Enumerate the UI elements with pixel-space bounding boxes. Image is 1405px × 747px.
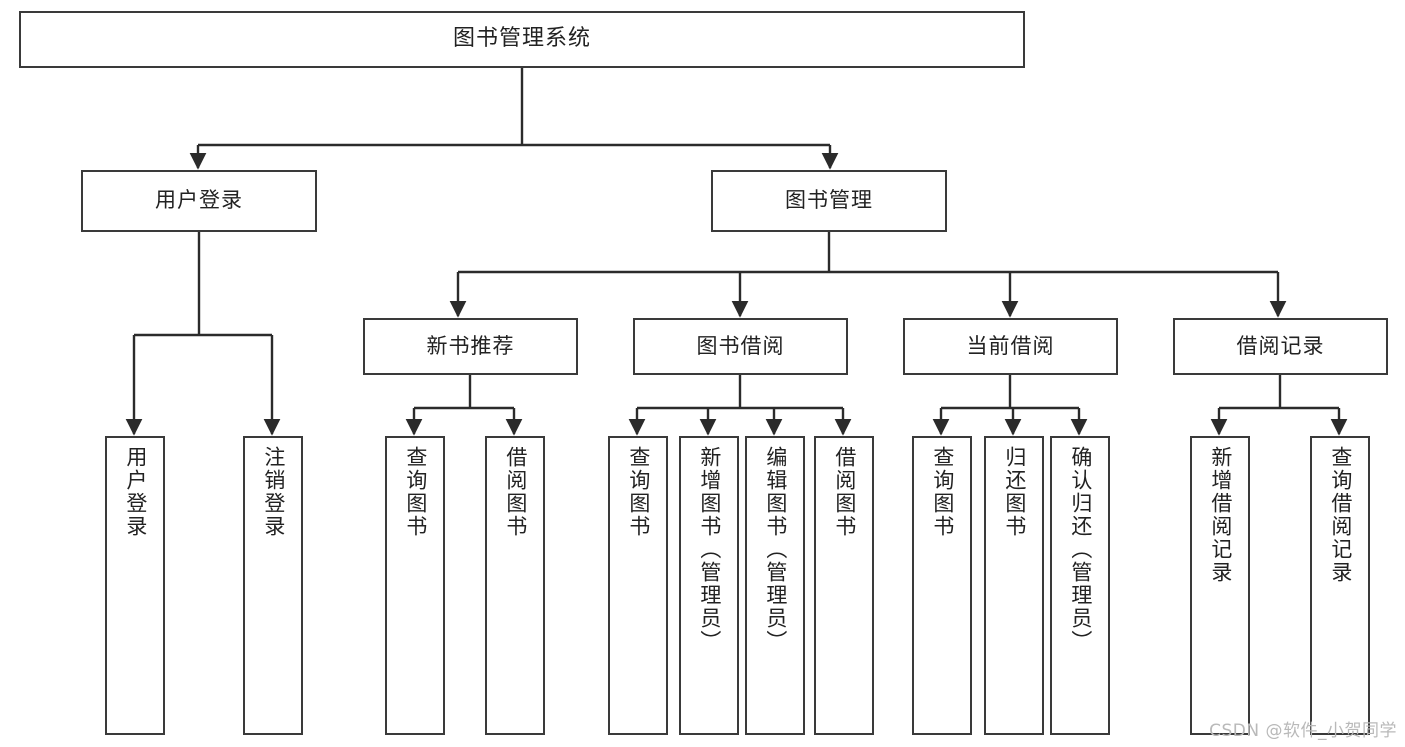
node-leaf-user-login[interactable]: 用户登录: [105, 436, 165, 735]
node-leaf-borrow-book-1-label: 借阅图书: [503, 446, 528, 538]
node-leaf-add-record[interactable]: 新增借阅记录: [1190, 436, 1250, 735]
node-borrow-record[interactable]: 借阅记录: [1173, 318, 1388, 375]
node-leaf-borrow-book-1[interactable]: 借阅图书: [485, 436, 545, 735]
node-current-borrow-label: 当前借阅: [966, 333, 1055, 358]
node-leaf-user-login-label: 用户登录: [123, 446, 148, 538]
watermark: CSDN @软件_小贺同学: [1209, 721, 1397, 741]
node-leaf-confirm-return-label: 确认归还（管理员）: [1068, 446, 1093, 653]
node-leaf-query-record-label: 查询借阅记录: [1328, 446, 1353, 584]
node-book-borrow[interactable]: 图书借阅: [633, 318, 848, 375]
node-book-manage-label: 图书管理: [785, 188, 873, 213]
node-root[interactable]: 图书管理系统: [19, 11, 1025, 68]
node-leaf-return-book[interactable]: 归还图书: [984, 436, 1044, 735]
node-book-manage[interactable]: 图书管理: [711, 170, 947, 232]
node-leaf-query-book-1[interactable]: 查询图书: [385, 436, 445, 735]
node-current-borrow[interactable]: 当前借阅: [903, 318, 1118, 375]
node-leaf-add-book-label: 新增图书（管理员）: [697, 446, 722, 653]
node-leaf-add-record-label: 新增借阅记录: [1208, 446, 1233, 584]
node-book-borrow-label: 图书借阅: [696, 333, 785, 358]
node-leaf-query-book-3-label: 查询图书: [930, 446, 955, 538]
node-user-login-label: 用户登录: [155, 188, 243, 213]
node-leaf-add-book[interactable]: 新增图书（管理员）: [679, 436, 739, 735]
node-new-book-rec-label: 新书推荐: [426, 333, 515, 358]
node-leaf-query-book-3[interactable]: 查询图书: [912, 436, 972, 735]
node-leaf-query-book-1-label: 查询图书: [403, 446, 428, 538]
node-leaf-confirm-return[interactable]: 确认归还（管理员）: [1050, 436, 1110, 735]
node-leaf-query-book-2-label: 查询图书: [626, 446, 651, 538]
node-leaf-edit-book-label: 编辑图书（管理员）: [763, 446, 788, 653]
node-leaf-query-book-2[interactable]: 查询图书: [608, 436, 668, 735]
node-leaf-logout[interactable]: 注销登录: [243, 436, 303, 735]
node-leaf-logout-label: 注销登录: [261, 446, 286, 538]
node-leaf-edit-book[interactable]: 编辑图书（管理员）: [745, 436, 805, 735]
node-borrow-record-label: 借阅记录: [1236, 333, 1325, 358]
node-leaf-return-book-label: 归还图书: [1002, 446, 1027, 538]
node-new-book-rec[interactable]: 新书推荐: [363, 318, 578, 375]
node-user-login[interactable]: 用户登录: [81, 170, 317, 232]
node-leaf-borrow-book-2-label: 借阅图书: [832, 446, 857, 538]
node-leaf-query-record[interactable]: 查询借阅记录: [1310, 436, 1370, 735]
node-root-label: 图书管理系统: [452, 26, 591, 52]
node-leaf-borrow-book-2[interactable]: 借阅图书: [814, 436, 874, 735]
